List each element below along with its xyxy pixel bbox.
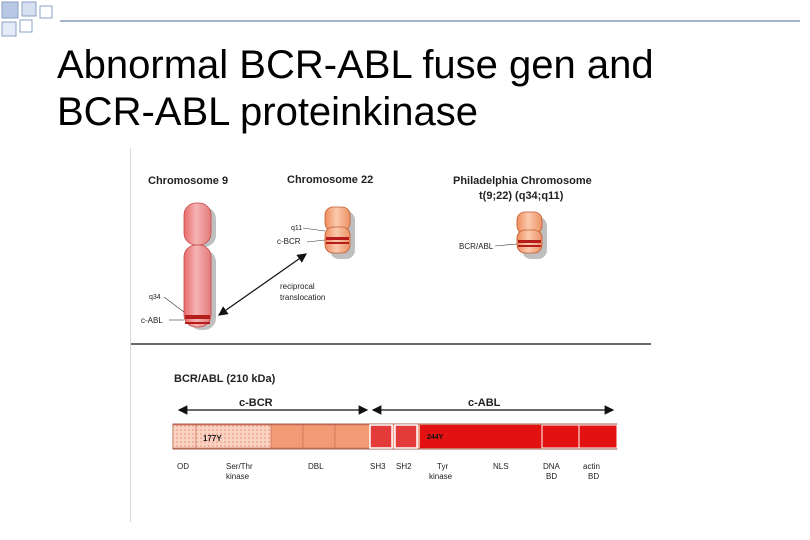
od-domain — [172, 424, 197, 449]
actin-bd-label: BD — [588, 472, 599, 481]
protein-label: BCR/ABL (210 kDa) — [174, 373, 276, 385]
slide-title-line-2: BCR-ABL proteinkinase — [57, 90, 478, 134]
sh3-domain — [369, 424, 393, 449]
header-rule — [60, 20, 800, 22]
q34-label: q34 — [149, 294, 161, 301]
translocation-label: translocation — [280, 293, 325, 302]
c-bcr-span-label: c-BCR — [239, 397, 273, 409]
y177-label: 177Y — [203, 434, 222, 443]
sh2-label: SH2 — [396, 462, 412, 471]
corner-squares-decoration — [1, 1, 53, 37]
y244-label: 244Y — [427, 434, 444, 441]
slide-title: Abnormal BCR-ABL fuse gen and BCR-ABL pr… — [57, 42, 797, 136]
bcr-abl-diagram: Chromosome 9 Chromosome 22 Philadelphia … — [131, 174, 651, 481]
c-abl-span-label: c-ABL — [468, 397, 501, 409]
chromosome-22 — [324, 206, 355, 259]
ser-thr-label: Ser/Thr — [226, 462, 253, 471]
translocation-arrow — [218, 253, 307, 316]
dna-bd-domain — [541, 424, 580, 449]
dna-bd-label: BD — [546, 472, 557, 481]
slide-title-line-1: Abnormal BCR-ABL fuse gen and — [57, 43, 654, 87]
tyr-kinase-label: kinase — [429, 472, 453, 481]
ser-thr-kinase-label: kinase — [226, 472, 250, 481]
chromosome-9-label: Chromosome 9 — [148, 175, 228, 187]
tyr-label: Tyr — [437, 462, 448, 471]
ph-translocation-label: t(9;22) (q34;q11) — [479, 190, 564, 202]
philadelphia-chromosome-label: Philadelphia Chromosome — [453, 175, 592, 187]
dna-label: DNA — [543, 462, 561, 471]
chromosome-9 — [183, 202, 216, 330]
nls-label: NLS — [493, 462, 509, 471]
philadelphia-chromosome — [516, 211, 547, 259]
protein-domain-bar — [172, 423, 618, 450]
od-label: OD — [177, 462, 189, 471]
reciprocal-label: reciprocal — [280, 282, 315, 291]
tyr-kinase-domain — [420, 425, 500, 448]
bcr-abl-chromosome-label: BCR/ABL — [459, 242, 494, 251]
c-abl-label: c-ABL — [141, 316, 163, 325]
sh2-domain — [394, 424, 418, 449]
sh3-label: SH3 — [370, 462, 386, 471]
chromosome-22-label: Chromosome 22 — [287, 174, 373, 186]
q11-label: q11 — [291, 225, 302, 232]
dbl-label: DBL — [308, 462, 324, 471]
nls-domain — [500, 425, 542, 448]
actin-label: actin — [583, 462, 600, 471]
bcr-abl-figure: Chromosome 9 Chromosome 22 Philadelphia … — [130, 148, 651, 522]
dbl-domain — [302, 424, 336, 449]
c-bcr-label: c-BCR — [277, 237, 301, 246]
actin-bd-domain — [578, 424, 618, 449]
